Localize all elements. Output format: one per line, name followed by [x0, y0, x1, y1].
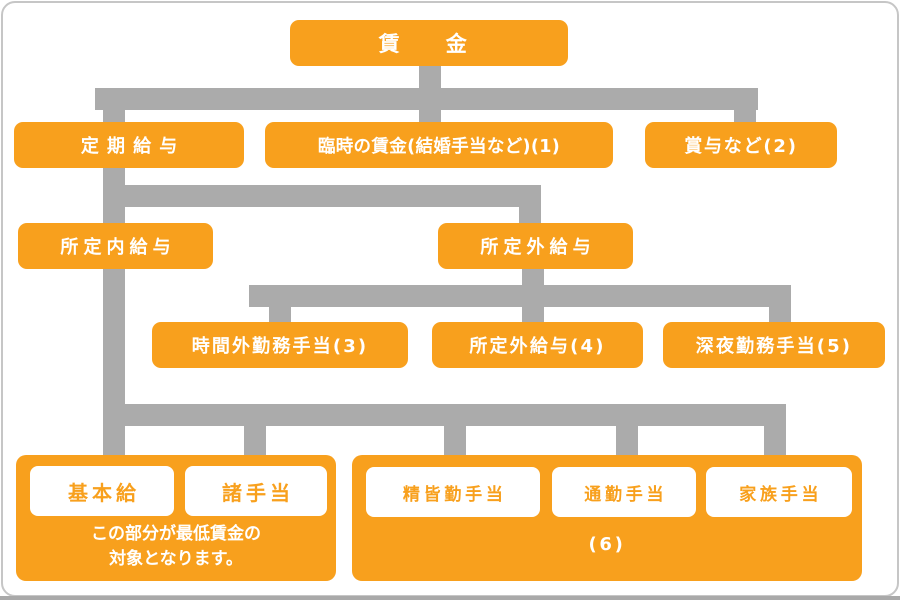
node-commuting-allowance: 通勤手当 [552, 467, 696, 517]
node-non-scheduled-pay: 所定外給与 [438, 223, 634, 269]
connector-drop-kazoku [764, 424, 786, 457]
connector-drop-seikaikin [444, 424, 466, 457]
node-overtime-allowance: 時間外勤務手当(3) [152, 322, 408, 368]
connector-level4-bar [103, 404, 786, 426]
connector-level2-bar [103, 185, 541, 207]
connector-drop-shoteate [244, 424, 266, 457]
node-attendance-allowance: 精皆勤手当 [366, 467, 540, 517]
node-temporary-wages: 臨時の賃金(結婚手当など)(1) [265, 122, 613, 168]
minimum-wage-caption: この部分が最低賃金の 対象となります。 [16, 522, 336, 571]
node-scheduled-pay: 所定内給与 [18, 223, 214, 269]
connector-drop-jikangai [269, 305, 291, 324]
connector-drop-shoyo [734, 108, 756, 126]
connector-drop-tsukin [616, 424, 638, 457]
node-various-allowances: 諸手当 [185, 466, 327, 516]
connector-shoteinai-down [103, 265, 125, 426]
node-regular-pay: 定期給与 [14, 122, 245, 168]
connector-drop-rinji [419, 108, 441, 126]
connector-level3-bar [249, 285, 791, 307]
node-bonus: 賞与など(2) [645, 122, 837, 168]
group6-caption: (6) [588, 534, 626, 555]
node-night-work-allowance: 深夜勤務手当(5) [663, 322, 885, 368]
minimum-wage-caption-line2: 対象となります。 [109, 548, 243, 569]
connector-drop-shinya [769, 305, 791, 324]
connector-drop-shoteigai [519, 205, 541, 225]
connector-drop-kihonkyu [103, 424, 125, 457]
minimum-wage-caption-line1: この部分が最低賃金の [91, 524, 261, 544]
node-non-scheduled-pay-4: 所定外給与(4) [432, 322, 643, 368]
bottom-edge-strip [0, 596, 900, 600]
connector-level1-bar [95, 88, 758, 110]
node-base-pay: 基本給 [30, 466, 174, 516]
node-wages: 賃 金 [290, 20, 568, 66]
node-family-allowance: 家族手当 [706, 467, 852, 517]
connector-drop-teiki [103, 108, 125, 126]
